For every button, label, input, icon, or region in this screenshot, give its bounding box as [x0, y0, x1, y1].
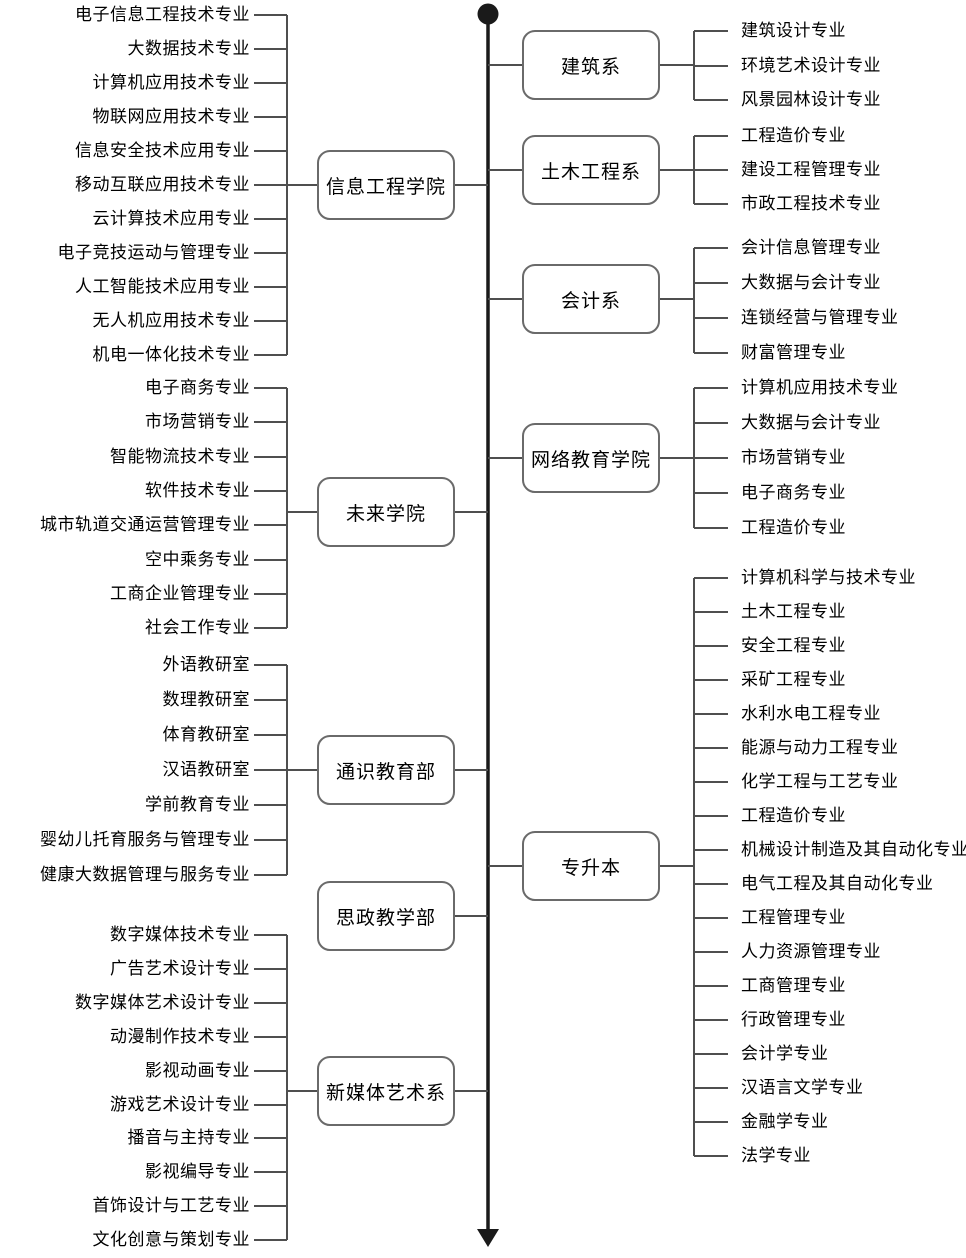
major-label: 财富管理专业: [741, 343, 846, 362]
major-label: 采矿工程专业: [741, 670, 846, 689]
major-label: 社会工作专业: [145, 618, 250, 637]
department-box-accounting-dept: 会计系: [522, 264, 660, 334]
major-label: 游戏艺术设计专业: [110, 1095, 250, 1114]
major-label: 智能物流技术专业: [110, 447, 250, 466]
major-label: 会计学专业: [741, 1044, 829, 1063]
major-label: 工商企业管理专业: [110, 584, 250, 603]
major-label: 电子竞技运动与管理专业: [57, 243, 250, 262]
major-label: 影视编导专业: [145, 1162, 250, 1181]
major-label: 水利水电工程专业: [741, 704, 881, 723]
major-label: 数字媒体艺术设计专业: [75, 993, 250, 1012]
major-label: 软件技术专业: [145, 481, 250, 500]
major-label: 土木工程专业: [741, 602, 846, 621]
major-label: 法学专业: [741, 1146, 811, 1165]
major-label: 化学工程与工艺专业: [741, 772, 899, 791]
spine-start-dot-icon: [477, 3, 499, 25]
major-label: 数理教研室: [162, 690, 250, 709]
major-label: 电子商务专业: [741, 483, 846, 502]
major-label: 市场营销专业: [741, 448, 846, 467]
department-box-architecture-dept: 建筑系: [522, 30, 660, 100]
major-label: 云计算技术应用专业: [92, 209, 250, 228]
department-box-general-education-dept: 通识教育部: [317, 735, 455, 805]
major-label: 广告艺术设计专业: [110, 959, 250, 978]
major-label: 健康大数据管理与服务专业: [40, 865, 250, 884]
major-label: 行政管理专业: [741, 1010, 846, 1029]
major-label: 计算机应用技术专业: [741, 378, 899, 397]
major-label: 首饰设计与工艺专业: [92, 1196, 250, 1215]
major-label: 建筑设计专业: [741, 21, 846, 40]
major-label: 信息安全技术应用专业: [75, 141, 250, 160]
major-label: 外语教研室: [162, 655, 250, 674]
major-label: 连锁经营与管理专业: [741, 308, 899, 327]
major-label: 城市轨道交通运营管理专业: [40, 515, 250, 534]
major-label: 风景园林设计专业: [741, 90, 881, 109]
major-label: 大数据技术专业: [127, 39, 250, 58]
spine-down-arrow-icon: [477, 1229, 499, 1247]
major-label: 动漫制作技术专业: [110, 1027, 250, 1046]
department-box-civil-engineering-dept: 土木工程系: [522, 135, 660, 205]
department-box-new-media-art-dept: 新媒体艺术系: [317, 1056, 455, 1126]
major-label: 会计信息管理专业: [741, 238, 881, 257]
major-label: 电气工程及其自动化专业: [741, 874, 934, 893]
major-label: 金融学专业: [741, 1112, 829, 1131]
major-label: 文化创意与策划专业: [92, 1230, 250, 1249]
major-label: 婴幼儿托育服务与管理专业: [40, 830, 250, 849]
major-label: 电子商务专业: [145, 378, 250, 397]
major-label: 能源与动力工程专业: [741, 738, 899, 757]
major-label: 环境艺术设计专业: [741, 56, 881, 75]
major-label: 工程造价专业: [741, 518, 846, 537]
major-label: 大数据与会计专业: [741, 413, 881, 432]
major-label: 无人机应用技术专业: [92, 311, 250, 330]
major-label: 安全工程专业: [741, 636, 846, 655]
major-label: 工程管理专业: [741, 908, 846, 927]
major-label: 汉语言文学专业: [741, 1078, 864, 1097]
major-label: 人力资源管理专业: [741, 942, 881, 961]
department-box-network-education-college: 网络教育学院: [522, 423, 660, 493]
major-label: 电子信息工程技术专业: [75, 5, 250, 24]
major-label: 影视动画专业: [145, 1061, 250, 1080]
major-label: 人工智能技术应用专业: [75, 277, 250, 296]
major-label: 市政工程技术专业: [741, 194, 881, 213]
major-label: 物联网应用技术专业: [92, 107, 250, 126]
major-label: 空中乘务专业: [145, 550, 250, 569]
major-label: 计算机科学与技术专业: [741, 568, 916, 587]
major-label: 移动互联应用技术专业: [75, 175, 250, 194]
major-label: 工商管理专业: [741, 976, 846, 995]
major-label: 数字媒体技术专业: [110, 925, 250, 944]
major-label: 工程造价专业: [741, 126, 846, 145]
major-label: 机械设计制造及其自动化专业: [741, 840, 966, 859]
major-label: 市场营销专业: [145, 412, 250, 431]
department-box-ideological-political-teaching-dept: 思政教学部: [317, 881, 455, 951]
major-label: 学前教育专业: [145, 795, 250, 814]
major-label: 机电一体化技术专业: [92, 345, 250, 364]
major-label: 体育教研室: [162, 725, 250, 744]
department-box-top-up-bachelor-program: 专升本: [522, 831, 660, 901]
major-label: 计算机应用技术专业: [92, 73, 250, 92]
department-box-future-college: 未来学院: [317, 477, 455, 547]
major-label: 大数据与会计专业: [741, 273, 881, 292]
major-label: 播音与主持专业: [127, 1128, 250, 1147]
department-box-information-engineering-college: 信息工程学院: [317, 150, 455, 220]
major-label: 工程造价专业: [741, 806, 846, 825]
major-label: 建设工程管理专业: [741, 160, 881, 179]
major-label: 汉语教研室: [162, 760, 250, 779]
